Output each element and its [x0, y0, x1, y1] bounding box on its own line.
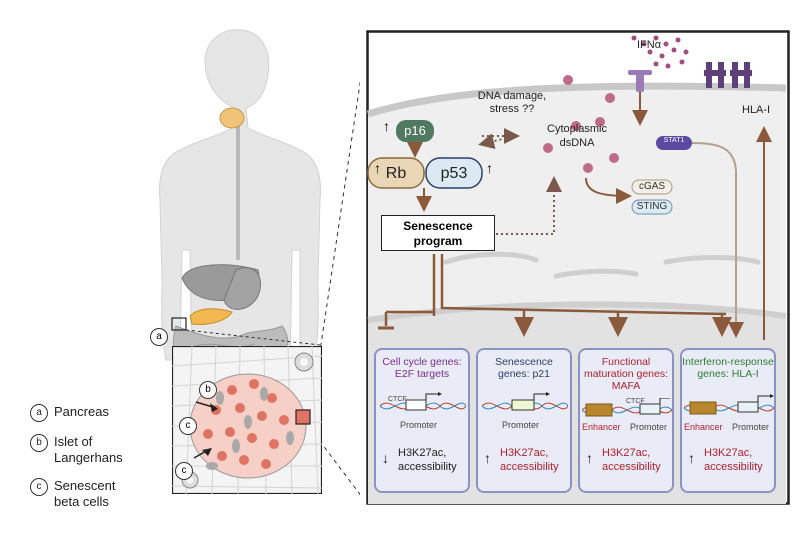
marker-c-2: c — [175, 462, 193, 480]
marker-b: b — [199, 381, 217, 399]
panel-cell-cycle: Cell cycle genes: E2F targets CTCF Promo… — [374, 348, 470, 493]
dna-damage-label: DNA damage, stress ?? — [477, 90, 547, 115]
legend-mark-a: a — [30, 404, 48, 422]
up-arrow: ↑ — [688, 450, 695, 466]
promoter-label: Promoter — [732, 422, 770, 432]
panel-senescence-genes: Senescence genes: p21 Promoter ↑ H3K27ac… — [476, 348, 572, 493]
ifn-label: IFNα — [637, 39, 662, 51]
panel-maturation-genes: Functional maturation genes: MAFA CTCF E… — [578, 348, 674, 493]
legend-mark-b: b — [30, 434, 48, 452]
ctcf-label: CTCF — [626, 398, 645, 405]
panel-effect: H3K27ac, accessibility — [704, 447, 763, 473]
legend-item-senescent: c Senescent beta cells — [30, 478, 115, 510]
legend-label-senescent: Senescent beta cells — [54, 478, 116, 509]
legend-item-islet: b Islet of Langerhans — [30, 434, 123, 466]
up-arrow: ↑ — [484, 450, 491, 466]
dna-schematic — [482, 392, 568, 411]
p16-label: p16 — [404, 123, 426, 138]
dna-schematic — [582, 398, 672, 417]
promoter-label: Promoter — [400, 420, 438, 430]
promoter-label: Promoter — [630, 422, 668, 432]
stat1-label: STAT1 — [663, 137, 685, 144]
panel-title: Interferon-response genes: HLA-I — [682, 356, 774, 380]
dna-schematic — [380, 392, 466, 411]
senescence-program-box: Senescence program — [381, 215, 495, 251]
panel-interferon-genes: Interferon-response genes: HLA-I Enhance… — [680, 348, 776, 493]
legend-mark-c: c — [30, 478, 48, 496]
down-arrow: ↓ — [382, 450, 389, 466]
marker-a: a — [150, 328, 168, 346]
promoter-label: Promoter — [502, 420, 540, 430]
islet-inset — [172, 346, 322, 494]
cgas-label: cGAS — [638, 181, 666, 192]
panel-effect: H3K27ac, accessibility — [500, 447, 559, 473]
panel-title: Cell cycle genes: E2F targets — [382, 356, 462, 380]
panel-title: Senescence genes: p21 — [495, 356, 553, 380]
p16-up-arrow: ↑ — [383, 118, 390, 134]
legend-label-pancreas: Pancreas — [54, 404, 109, 419]
enhancer-label: Enhancer — [684, 422, 723, 432]
hla-membrane-label: HLA-I — [742, 104, 771, 116]
rb-label: Rb — [385, 165, 407, 182]
p53-label: p53 — [440, 165, 468, 182]
ctcf-label: CTCF — [388, 396, 407, 403]
enhancer-label: Enhancer — [582, 422, 621, 432]
dna-schematic — [684, 394, 774, 415]
panel-title: Functional maturation genes: MAFA — [583, 356, 669, 392]
legend-item-pancreas: a Pancreas — [30, 404, 109, 422]
legend-label-islet: Islet of Langerhans — [54, 434, 123, 465]
up-arrow: ↑ — [586, 450, 593, 466]
marker-c-1: c — [179, 417, 197, 435]
panel-effect: H3K27ac, accessibility — [602, 447, 661, 473]
cytoplasmic-dsdna-label: Cytoplasmic dsDNA — [547, 123, 607, 149]
sting-label: STING — [636, 201, 668, 212]
p53-up-arrow: ↑ — [486, 160, 493, 176]
rb-up-arrow: ↑ — [374, 160, 381, 176]
panel-effect: H3K27ac, accessibility — [398, 447, 457, 473]
